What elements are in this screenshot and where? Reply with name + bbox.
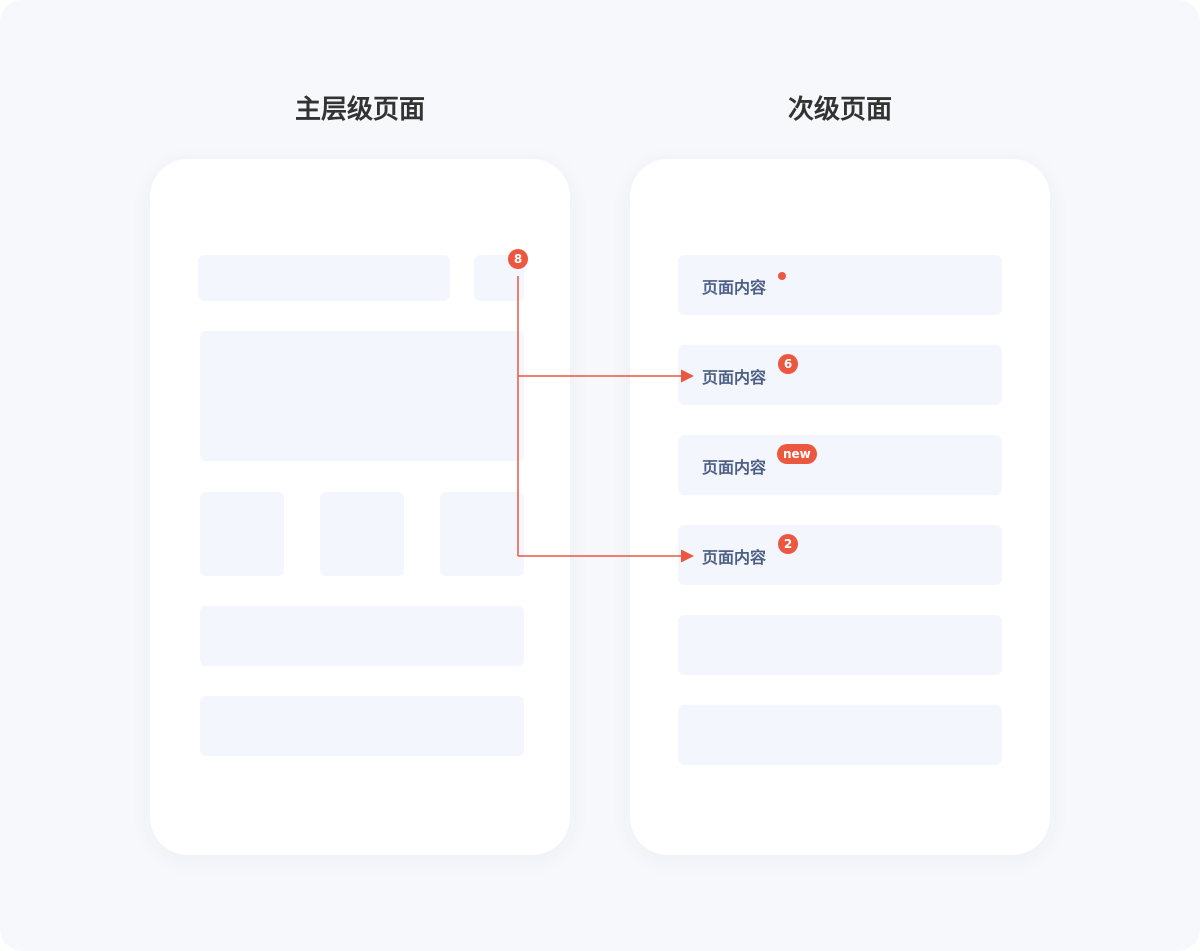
placeholder-search-bar <box>198 255 450 301</box>
primary-page-mockup <box>150 159 570 855</box>
content-row: 页面内容 6 <box>678 345 1002 405</box>
placeholder-list-row <box>200 696 524 756</box>
count-badge: 6 <box>778 354 798 374</box>
secondary-page-title: 次级页面 <box>787 95 892 125</box>
placeholder-banner <box>200 331 524 461</box>
secondary-page-mockup: 页面内容 页面内容 6 页面内容 new 页面内容 2 <box>630 159 1050 855</box>
content-row-label: 页面内容 <box>702 458 767 477</box>
new-badge: new <box>777 444 817 464</box>
red-dot-badge <box>778 272 786 280</box>
placeholder-tile <box>320 492 404 576</box>
content-row-label: 页面内容 <box>702 278 767 297</box>
arrowhead-icon <box>681 369 694 383</box>
primary-page-title: 主层级页面 <box>294 95 425 125</box>
placeholder-list-row <box>678 615 1002 675</box>
placeholder-tile <box>200 492 284 576</box>
count-badge: 2 <box>778 534 798 554</box>
aggregate-count-badge: 8 <box>508 249 528 269</box>
content-row: 页面内容 <box>678 255 1002 315</box>
content-row: 页面内容 2 <box>678 525 1002 585</box>
placeholder-list-row <box>200 606 524 666</box>
placeholder-tile <box>440 492 524 576</box>
placeholder-list-row <box>678 705 1002 765</box>
content-row-label: 页面内容 <box>702 368 767 387</box>
content-row-label: 页面内容 <box>702 548 767 567</box>
content-row: 页面内容 new <box>678 435 1002 495</box>
arrowhead-icon <box>681 549 694 563</box>
